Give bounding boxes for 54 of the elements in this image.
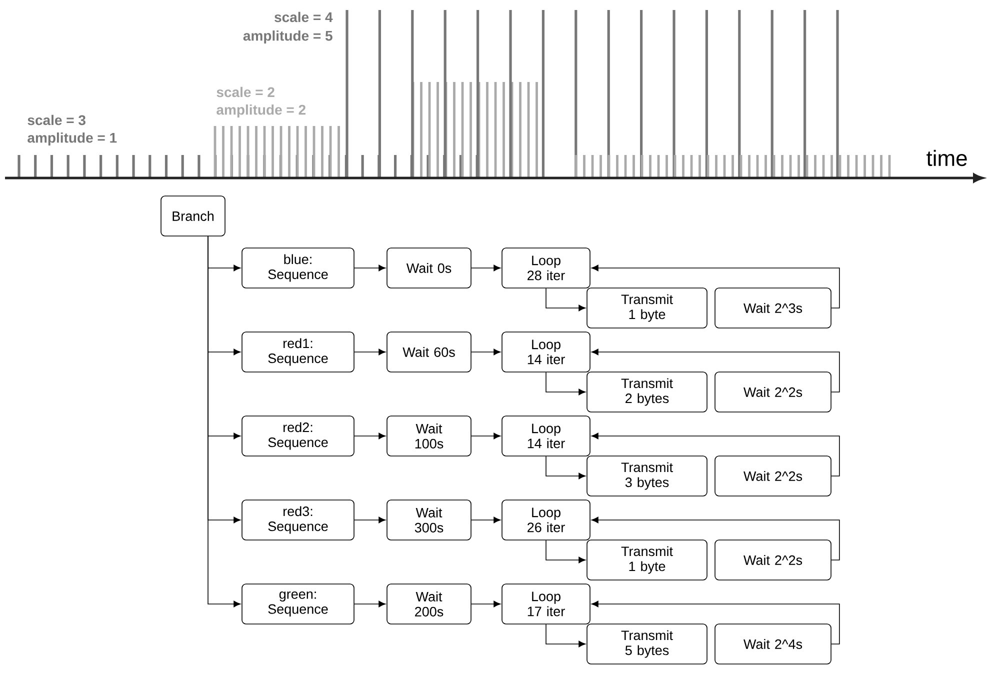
parameter-label: scale = 3 — [28, 114, 86, 126]
arrow — [354, 432, 386, 440]
arrow — [591, 348, 840, 392]
transmit-box: Transmit 1 byte — [586, 288, 708, 328]
sequence-box: red1: Sequence — [242, 332, 354, 372]
arrow — [471, 600, 501, 608]
parameter-label: amplitude = 5 — [243, 30, 332, 44]
transmit-box: Transmit 3 bytes — [586, 456, 708, 496]
time-label: time — [926, 150, 967, 166]
arrow — [208, 236, 241, 608]
arrow — [354, 264, 386, 272]
transmit-box: Transmit 1 byte — [586, 540, 708, 580]
wait-box: Wait 2^4s — [714, 624, 832, 664]
arrow — [546, 288, 586, 312]
loop-box: Loop 26 iter — [502, 500, 590, 540]
arrow — [471, 516, 501, 524]
sequence-box: green: Sequence — [242, 584, 354, 624]
loop-box: Loop 17 iter — [502, 584, 590, 624]
parameter-label: amplitude = 1 — [28, 132, 117, 146]
arrow — [591, 432, 840, 476]
arrow — [471, 264, 501, 272]
arrow — [546, 624, 586, 648]
branch-box: Branch — [160, 196, 226, 236]
arrow — [354, 600, 386, 608]
transmit-box: Transmit 5 bytes — [586, 624, 708, 664]
wait-box: Wait 100s — [386, 416, 472, 456]
arrow — [471, 432, 501, 440]
sequence-box: red3: Sequence — [242, 500, 354, 540]
transmit-box: Transmit 2 bytes — [586, 372, 708, 412]
wait-box: Wait 2^2s — [714, 456, 832, 496]
wait-box: Wait 60s — [386, 332, 472, 372]
arrow — [546, 456, 586, 480]
parameter-label: amplitude = 2 — [216, 104, 306, 118]
arrow — [546, 540, 586, 564]
wait-box: Wait 0s — [386, 248, 472, 288]
parameter-label: scale = 4 — [274, 12, 333, 22]
sequence-box: red2: Sequence — [242, 416, 354, 456]
arrow — [591, 264, 840, 308]
loop-box: Loop 28 iter — [502, 248, 590, 288]
wait-box: Wait 300s — [386, 500, 472, 540]
parameter-label: scale = 2 — [216, 86, 274, 98]
arrow — [471, 348, 501, 356]
wait-box: Wait 200s — [386, 584, 472, 624]
loop-box: Loop 14 iter — [502, 332, 590, 372]
wait-box: Wait 2^3s — [714, 288, 832, 328]
arrow — [354, 516, 386, 524]
wait-box: Wait 2^2s — [714, 372, 832, 412]
loop-box: Loop 14 iter — [502, 416, 590, 456]
arrow — [591, 600, 840, 644]
sequence-box: blue: Sequence — [242, 248, 354, 288]
arrow — [591, 516, 840, 560]
arrow — [354, 348, 386, 356]
wait-box: Wait 2^2s — [714, 540, 832, 580]
arrow — [546, 372, 586, 396]
